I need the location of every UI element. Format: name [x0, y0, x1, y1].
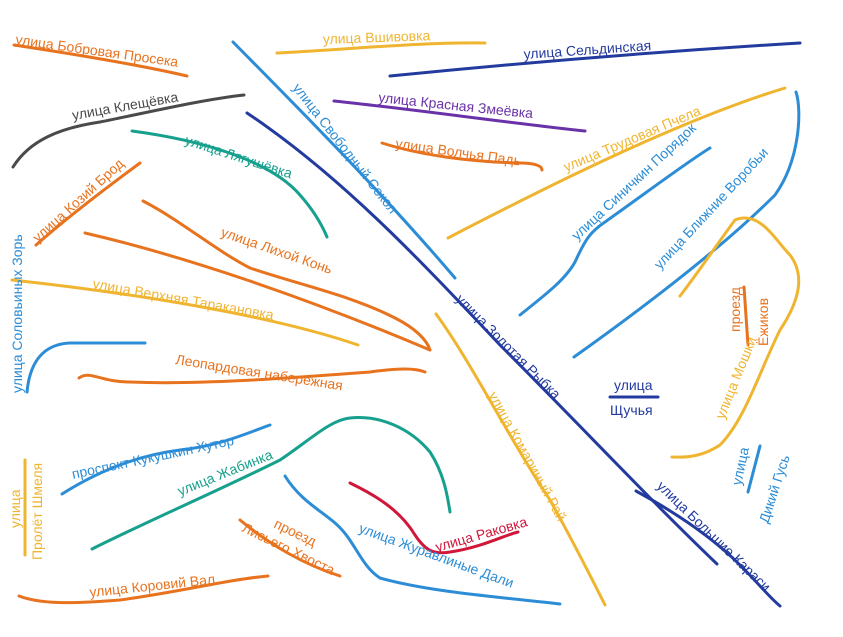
- street-label-shmelya-1: улица: [7, 489, 23, 528]
- street-label-dikiy-gus-2: Дикий Гусь: [756, 453, 793, 525]
- street-label-kozy-brod: улица Козий Брод: [29, 155, 126, 245]
- street-label-volchya-pad: улица Волчья Падь: [395, 135, 522, 168]
- street-line-kleshchevka: [11, 93, 246, 169]
- street-line-bobrovaya-proseka: [12, 43, 189, 78]
- street-line-krasnaya-zmeevka: [332, 99, 587, 133]
- street-line-blizhnie-vorobyi: [572, 90, 801, 359]
- street-line-kukushkin-khutor: [60, 423, 272, 496]
- street-line-svobodny-sokol: [231, 40, 457, 280]
- street-line-bolshie-karasi: [634, 489, 782, 608]
- street-label-bolshie-karasi: улица Большие Караси: [654, 478, 774, 595]
- street-line-kozy-brod: [34, 161, 142, 247]
- street-line-seldinskaya: [388, 41, 802, 78]
- street-line-rakovka: [348, 481, 520, 555]
- street-label-zolotaya-rybka: улица Золотая Рыбка: [453, 291, 564, 402]
- street-label-shmelya-2: Пролёт Шмеля: [29, 463, 45, 560]
- street-line-sinichkin-poryadok: [518, 146, 712, 317]
- street-label-shchuchya-1: улица: [614, 377, 653, 393]
- street-label-lyagushevka: улица Лягушёвка: [183, 132, 295, 182]
- street-line-lyagushevka: [130, 129, 329, 239]
- street-line-ezhikov: [742, 285, 750, 347]
- street-label-ezhikov-1: проезд: [727, 287, 743, 332]
- street-line-moshki: [670, 216, 801, 459]
- street-label-leopardovaya: Леопардовая набережная: [175, 351, 345, 393]
- street-line-lisyego-khvosta: [238, 518, 342, 578]
- street-line-zhabinka: [90, 416, 452, 551]
- street-label-dikiy-gus-1: улица: [728, 445, 752, 486]
- street-label-vshivovka: улица Вшивовка: [323, 27, 431, 47]
- street-label-shchuchya-2: Щучья: [610, 402, 653, 418]
- street-label-verkhnyaya-tarakanovka: улица Верхняя Таракановка: [91, 275, 275, 323]
- street-line-likhoy-kon-2: [83, 231, 432, 352]
- street-line-verkhnyaya-tarakanovka: [10, 278, 360, 347]
- street-label-moshki: улица Мошки: [712, 334, 759, 421]
- street-line-dikiy-gus: [746, 444, 762, 494]
- street-label-likhoy-kon: улица Лихой Конь: [219, 224, 335, 277]
- street-label-komariny-ray: улица Комариный Рай: [485, 389, 569, 524]
- street-line-leopardovaya: [77, 367, 427, 385]
- street-line-likhoy-kon: [141, 199, 432, 352]
- street-line-volchya-pad: [380, 141, 544, 172]
- street-line-zhuravlinye-dali: [283, 474, 562, 606]
- street-label-ezhikov-2: Ёжиков: [755, 298, 771, 346]
- street-line-vshivovka: [275, 41, 487, 55]
- street-line-trudovaya-pchela: [446, 86, 787, 240]
- street-line-komariny-ray: [434, 312, 607, 607]
- street-line-solovyinykh-zor: [25, 341, 147, 394]
- street-label-solovyinykh-zor: улица Соловьиных Зорь: [9, 234, 25, 393]
- street-label-bobrovaya-proseka: улица Бобровая Просека: [15, 31, 180, 70]
- street-line-koroviy-val: [17, 574, 270, 605]
